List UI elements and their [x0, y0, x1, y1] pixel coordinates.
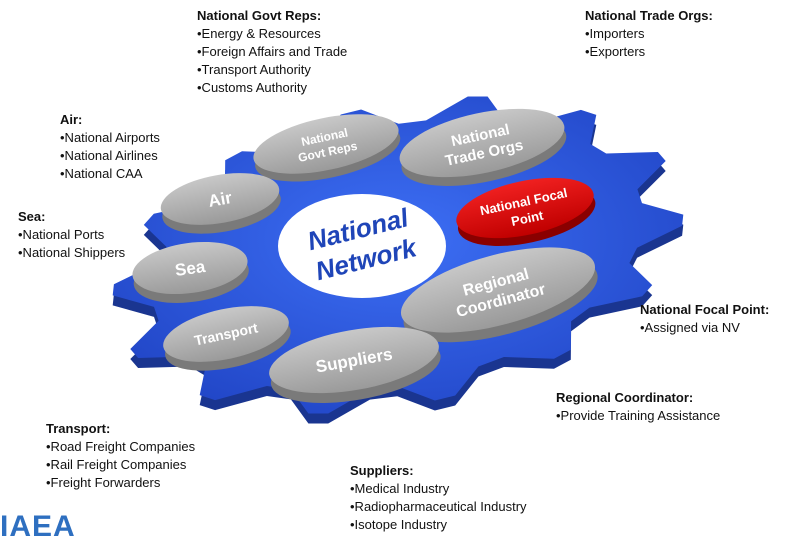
node-label: Air — [207, 188, 234, 211]
label-heading: National Trade Orgs: — [585, 8, 713, 23]
label-heading: National Govt Reps: — [197, 8, 322, 23]
label-item: •Medical Industry — [350, 481, 450, 496]
label-item: •Rail Freight Companies — [46, 457, 187, 472]
label-item: •Isotope Industry — [350, 517, 448, 532]
label-regional-coordinator: Regional Coordinator: •Provide Training … — [556, 389, 720, 425]
label-item: •National CAA — [60, 166, 143, 181]
node-air: Air — [160, 173, 281, 234]
label-heading: Sea: — [18, 209, 46, 224]
label-item: •National Shippers — [18, 245, 126, 260]
node-label: Sea — [174, 257, 207, 280]
label-item: •Assigned via NV — [640, 320, 740, 335]
label-national-trade-orgs: National Trade Orgs: •Importers •Exporte… — [585, 7, 713, 61]
label-item: •Exporters — [585, 44, 646, 59]
node-national-govt-reps: National Govt Reps — [253, 114, 401, 182]
node-label-line2: Point — [510, 207, 546, 229]
label-heading: Regional Coordinator: — [556, 390, 694, 405]
label-item: •National Airlines — [60, 148, 158, 163]
label-heading: National Focal Point: — [640, 302, 770, 317]
label-sea: Sea: •National Ports •National Shippers — [18, 208, 125, 262]
label-national-govt-reps: National Govt Reps: •Energy & Resources … — [197, 7, 347, 97]
node-regional-coordinator: Regional Coordinator — [400, 247, 598, 343]
label-item: •National Airports — [60, 130, 160, 145]
label-suppliers: Suppliers: •Medical Industry •Radiopharm… — [350, 462, 527, 534]
node-national-trade-orgs: National Trade Orgs — [399, 108, 567, 186]
label-air: Air: •National Airports •National Airlin… — [60, 111, 160, 183]
center-hub: National Network — [278, 194, 446, 298]
label-heading: Air: — [60, 112, 83, 127]
label-item: •Freight Forwarders — [46, 475, 161, 490]
label-item: •Provide Training Assistance — [556, 408, 721, 423]
label-heading: Transport: — [46, 421, 111, 436]
label-item: •Foreign Affairs and Trade — [197, 44, 348, 59]
label-item: •Road Freight Companies — [46, 439, 196, 454]
label-item: •Customs Authority — [197, 80, 308, 95]
node-transport: Transport — [163, 306, 291, 371]
label-transport: Transport: •Road Freight Companies •Rail… — [46, 420, 195, 492]
label-item: •Energy & Resources — [197, 26, 321, 41]
iaea-logo: IAEA — [0, 510, 76, 543]
label-item: •National Ports — [18, 227, 105, 242]
label-item: •Transport Authority — [197, 62, 311, 77]
label-item: •Radiopharmaceutical Industry — [350, 499, 527, 514]
label-national-focal-point: National Focal Point: •Assigned via NV — [640, 301, 769, 337]
label-item: •Importers — [585, 26, 645, 41]
label-heading: Suppliers: — [350, 463, 414, 478]
node-suppliers: Suppliers — [269, 326, 441, 403]
center-ellipse — [278, 194, 446, 298]
node-national-focal-point: National Focal Point — [456, 177, 596, 246]
node-sea: Sea — [132, 241, 249, 303]
